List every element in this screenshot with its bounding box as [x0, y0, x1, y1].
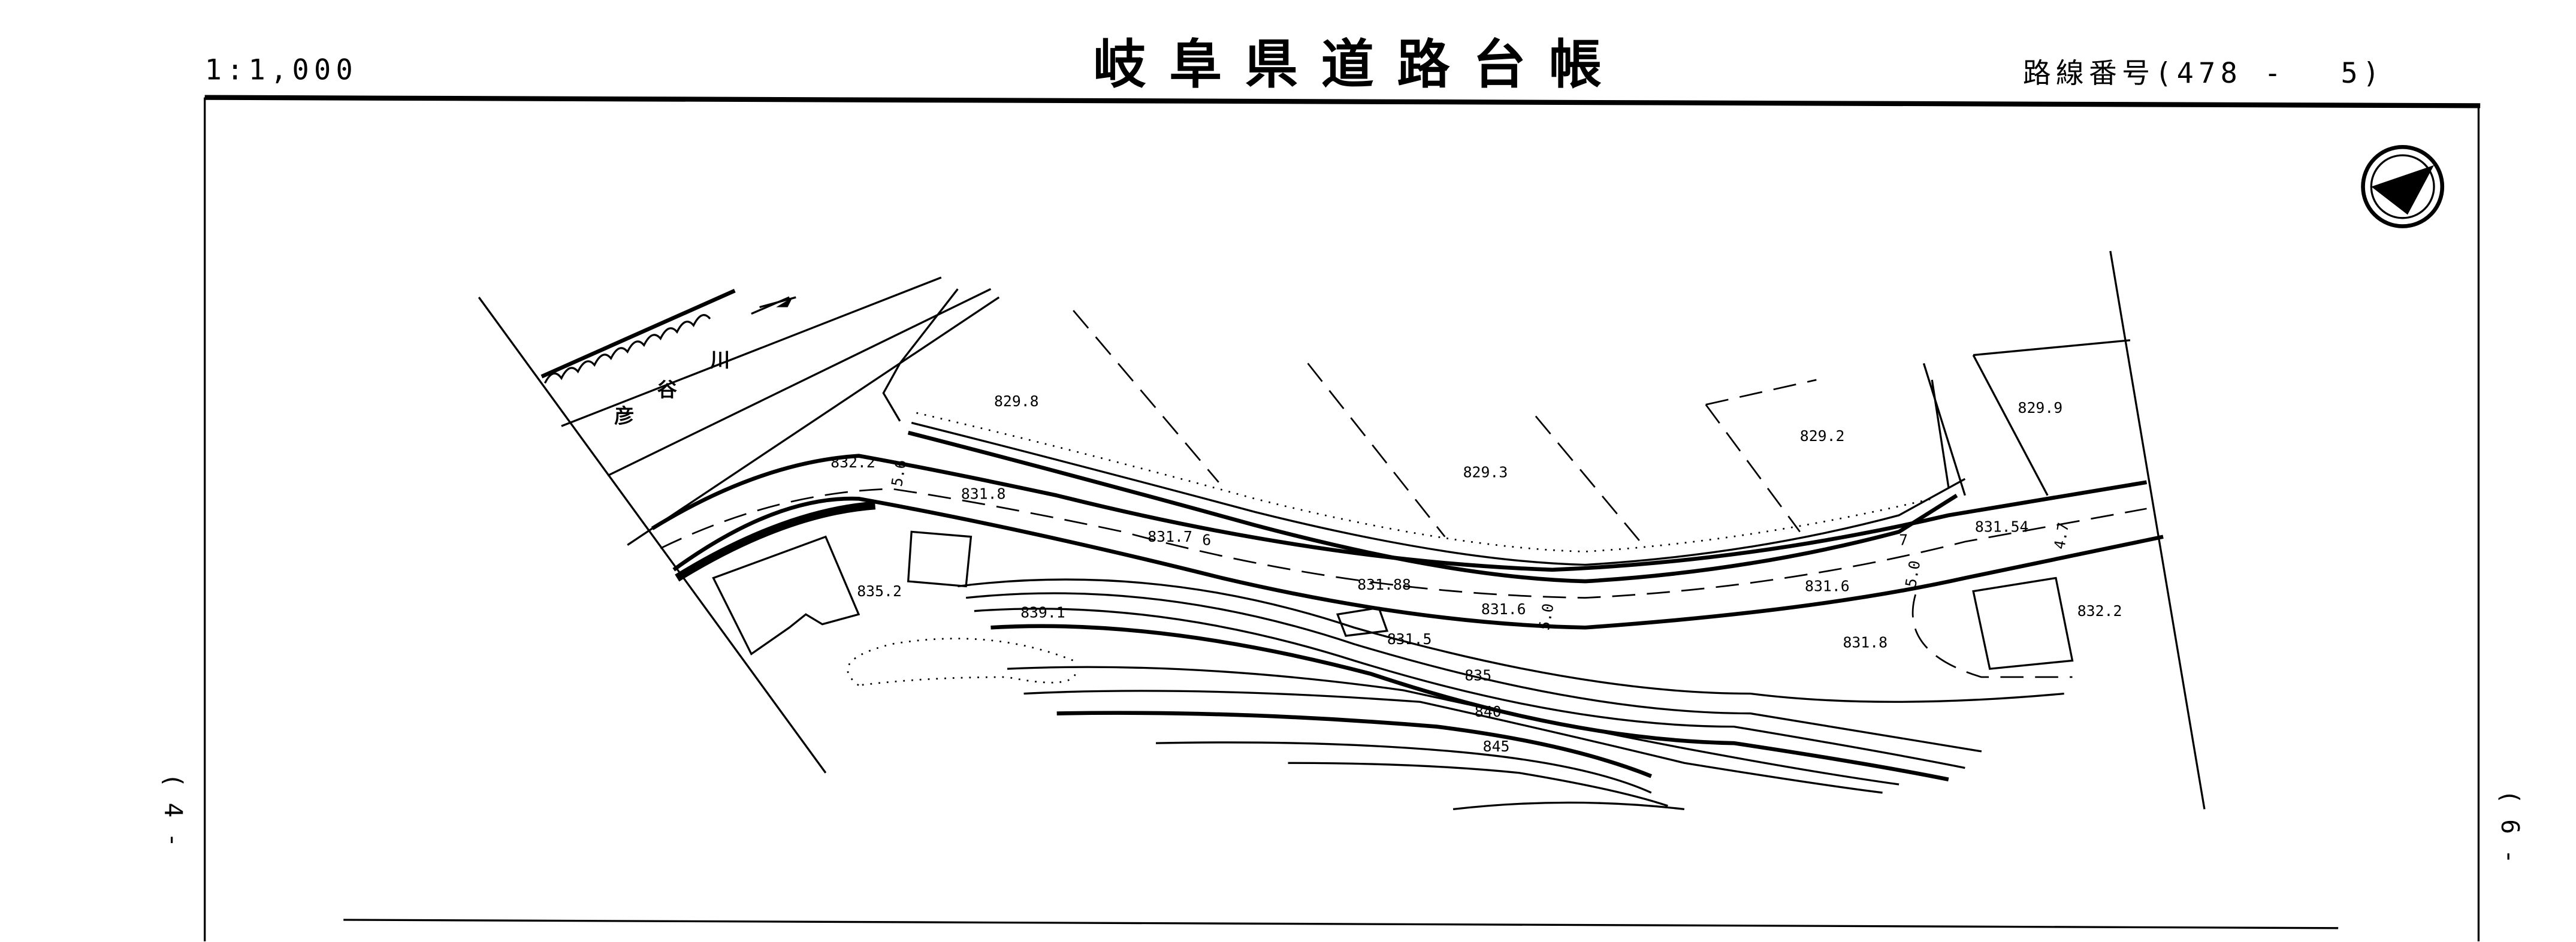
elevation: 831.5 [1387, 630, 1432, 648]
svg-text:835: 835 [1464, 666, 1491, 684]
map-linework [478, 250, 2206, 811]
svg-text:5.6: 5.6 [888, 458, 910, 488]
route-number: 路線番号(478 - 5) [2023, 58, 2385, 90]
svg-text:5.0: 5.0 [1902, 559, 1923, 588]
elevation: 831.6 [1805, 578, 1850, 595]
contour-labels: 835 840 845 [1464, 666, 1509, 754]
elevation: 831.7 [1147, 528, 1192, 545]
elevation: 839.1 [1020, 604, 1065, 621]
left-page-mark: ( 4 - [159, 773, 188, 847]
river-label: 彦 谷 川 [614, 348, 730, 428]
elevation: 829.3 [1463, 463, 1508, 481]
elevation: 829.9 [2018, 399, 2063, 416]
elevation: 835.2 [857, 582, 902, 600]
svg-text:840: 840 [1475, 703, 1502, 720]
frame-top [204, 95, 2481, 108]
elevation: 829.8 [994, 393, 1039, 410]
width-labels: 5.6 6 5.0 5.0 7 4.7 [888, 458, 2072, 632]
svg-text:7: 7 [1899, 531, 1908, 548]
svg-text:4.7: 4.7 [2050, 521, 2072, 551]
elevation: 832.2 [831, 454, 875, 471]
north-arrow-icon [2361, 145, 2445, 228]
frame-sides [204, 97, 2480, 941]
elevation: 831.8 [961, 485, 1006, 502]
elevation: 831.6 [1481, 600, 1526, 618]
bottom-rule [343, 919, 2339, 929]
right-page-mark: ( 6 - [2496, 789, 2524, 864]
scale-label: 1:1,000 [205, 54, 358, 86]
svg-text:彦: 彦 [614, 404, 634, 428]
svg-text:6: 6 [1202, 531, 1211, 548]
elevation: 831.54 [1975, 518, 2029, 535]
page-title: 岐阜県道路台帳 [1093, 34, 1624, 95]
svg-text:川: 川 [710, 348, 730, 372]
elevation: 832.2 [2077, 602, 2122, 620]
svg-text:谷: 谷 [657, 378, 677, 401]
elevation-labels: 829.8 832.2 831.8 835.2 839.1 831.7 831.… [831, 393, 2122, 651]
elevation: 831.8 [1843, 633, 1888, 651]
elevation: 829.2 [1800, 427, 1845, 445]
elevation: 831.88 [1357, 576, 1411, 593]
svg-text:845: 845 [1483, 738, 1510, 755]
